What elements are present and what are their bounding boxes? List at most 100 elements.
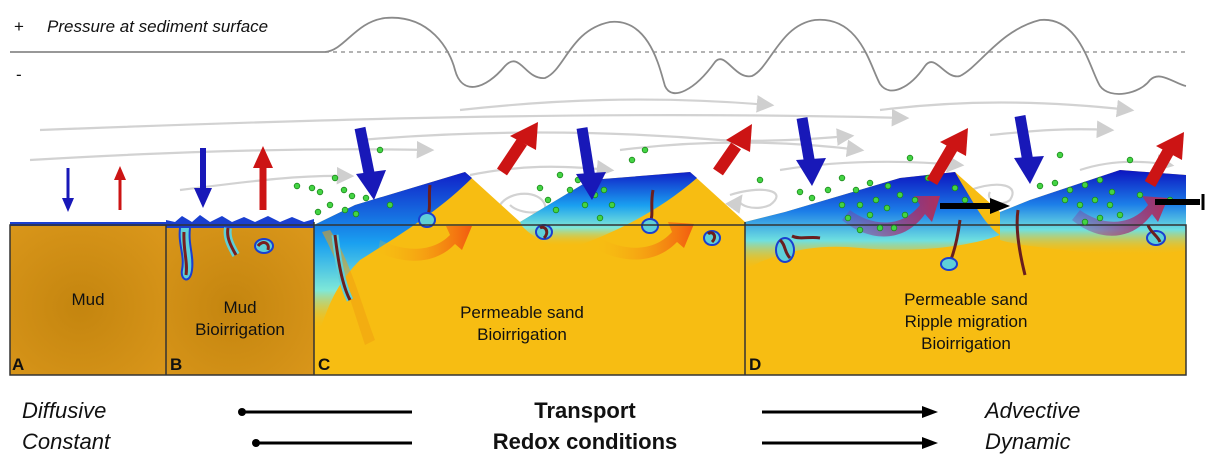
oxygen-particle — [1076, 201, 1084, 209]
panel-c-title-line2: Bioirrigation — [477, 325, 567, 344]
oxygen-particle — [838, 174, 846, 182]
pressure-plus-sign: + — [14, 17, 24, 36]
pressure-section: + Pressure at sediment surface - — [10, 16, 1187, 95]
oxygen-particle — [1136, 191, 1144, 199]
panel-d-inflow-arrow-1 — [796, 117, 816, 166]
oxygen-particle — [883, 204, 891, 212]
panel-c-pore-flow-arrow-2 — [598, 222, 694, 260]
oxygen-particle — [866, 211, 874, 219]
oxygen-particle — [756, 176, 764, 184]
oxygen-particle — [866, 179, 874, 187]
oxygen-particle — [838, 201, 846, 209]
oxygen-particle — [1081, 218, 1089, 226]
panel-c-inflow-arrow-1 — [354, 126, 376, 180]
sediment-frame — [9, 224, 1187, 376]
oxygen-particle — [1096, 176, 1104, 184]
oxygen-particle — [314, 208, 322, 216]
oxygen-particle — [600, 186, 608, 194]
gradient-legend: Diffusive Transport Advective Constant R… — [22, 398, 1080, 454]
oxygen-particle — [951, 184, 959, 192]
oxygen-particle — [608, 201, 616, 209]
oxygen-particle — [1116, 211, 1124, 219]
oxygen-particle — [552, 206, 560, 214]
oxygen-particle — [1051, 179, 1059, 187]
oxygen-particle — [906, 154, 914, 162]
redox-arrowhead — [922, 437, 938, 449]
oxygen-particle — [340, 186, 348, 194]
oxygen-particle — [352, 210, 360, 218]
transport-center-label: Transport — [534, 398, 636, 423]
oxygen-particle — [1056, 151, 1064, 159]
panel-d-pore-flow-arrow-1 — [842, 196, 940, 237]
oxygen-particle — [884, 182, 892, 190]
panel-a-letter: A — [12, 355, 24, 374]
panel-b-burrows — [178, 227, 274, 281]
oxygen-particle — [386, 201, 394, 209]
oxygen-particle — [326, 201, 334, 209]
panel-b-title-line1: Mud — [223, 298, 256, 317]
oxygen-particle — [1096, 214, 1104, 222]
panel-d-title-line2: Ripple migration — [905, 312, 1028, 331]
oxygen-particle — [331, 174, 339, 182]
oxygen-particle — [596, 214, 604, 222]
panel-b-title-line2: Bioirrigation — [195, 320, 285, 339]
panel-c-burrows — [331, 184, 721, 302]
panel-d-oxic-zone-2 — [1000, 170, 1186, 256]
transport-right-label: Advective — [983, 398, 1080, 423]
panel-d-inflow-arrow-2 — [1014, 115, 1034, 163]
panel-a-oxic-layer — [10, 222, 166, 226]
panel-c-pore-flow-arrow-1 — [378, 226, 472, 261]
redox-right-label: Dynamic — [985, 429, 1071, 454]
panel-c-title-line1: Permeable sand — [460, 303, 584, 322]
oxygen-particle — [308, 184, 316, 192]
oxygen-particle — [1106, 201, 1114, 209]
oxygen-particle — [911, 196, 919, 204]
oxygen-particle — [852, 186, 860, 194]
oxygen-particle — [1081, 181, 1089, 189]
pressure-curve — [10, 16, 1187, 95]
oxygen-particle — [1091, 196, 1099, 204]
redox-center-label: Redox conditions — [493, 429, 678, 454]
panel-d-letter: D — [749, 355, 761, 374]
panel-a-title: Mud — [71, 290, 104, 309]
panel-d-title-line3: Bioirrigation — [921, 334, 1011, 353]
oxygen-particle — [1108, 188, 1116, 196]
pressure-label: Pressure at sediment surface — [47, 17, 268, 36]
panel-c-letter: C — [318, 355, 330, 374]
panel-labels: A Mud B Mud Bioirrigation C Permeable sa… — [12, 290, 1028, 374]
panel-d-title-line1: Permeable sand — [904, 290, 1028, 309]
redox-left-label: Constant — [22, 429, 111, 454]
oxygen-particle — [856, 201, 864, 209]
oxygen-particle — [581, 201, 589, 209]
panel-c-outflow-arrow-2 — [713, 142, 741, 176]
oxygen-particle — [1126, 156, 1134, 164]
sediment-body — [9, 170, 1187, 376]
oxygen-particle — [316, 188, 324, 196]
panel-b-oxic-layer — [166, 215, 314, 228]
oxygen-particle — [961, 196, 969, 204]
oxygen-particle — [536, 184, 544, 192]
oxygen-particle — [796, 188, 804, 196]
panel-d-outflow-arrow-1 — [926, 144, 958, 186]
oxygen-particle — [856, 226, 864, 234]
oxygen-particle — [872, 196, 880, 204]
oxygen-particle — [348, 192, 356, 200]
panel-d-outflow-arrow-2 — [1144, 149, 1174, 187]
oxygen-particle — [544, 196, 552, 204]
oxygen-particle — [341, 206, 349, 214]
oxygen-particle — [901, 211, 909, 219]
panel-c-outflow-arrow-1 — [497, 138, 527, 176]
oxygen-particle — [1036, 182, 1044, 190]
oxygen-particle — [896, 191, 904, 199]
oxygen-particle — [824, 186, 832, 194]
oxygen-particle — [876, 224, 884, 232]
panel-d-burrows — [775, 209, 1166, 276]
oxygen-particle — [556, 171, 564, 179]
panel-c-oxic-zone-1 — [314, 172, 472, 330]
oxygen-particle — [566, 186, 574, 194]
transport-arrowhead — [922, 406, 938, 418]
oxygen-particle — [293, 182, 301, 190]
panel-a-mud — [10, 225, 166, 375]
oxygen-particle — [1061, 196, 1069, 204]
